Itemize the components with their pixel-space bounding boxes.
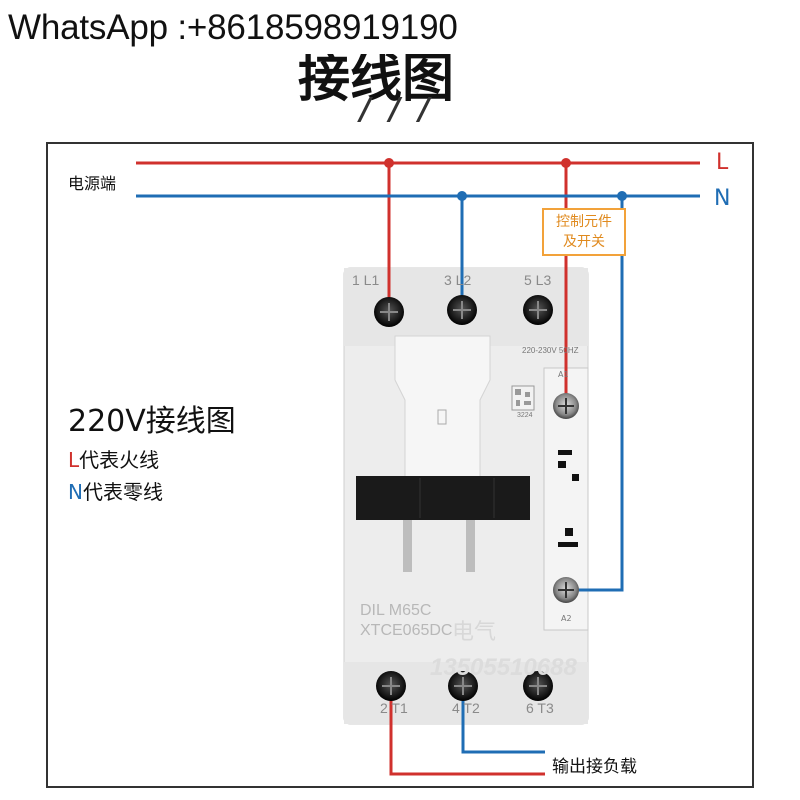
contactor-black-band [356,476,530,520]
output-load-label: 输出接负载 [552,757,637,777]
model-line-1: DIL M65C [360,602,432,619]
screw-t1 [376,671,406,701]
screw-l1 [374,297,404,327]
whatsapp-contact: WhatsApp :+8618598919190 [8,8,458,47]
coil-mark-1 [558,450,572,455]
watermark-brand: 电气 [452,620,497,645]
coil-mark-2 [558,461,566,468]
coil-terminal-a1: A1 [558,370,569,379]
screw-t2 [448,671,478,701]
control-label-line1: 控制元件 [556,214,612,230]
terminal-label-t1: 2 T1 [380,700,408,716]
screw-l3 [523,295,553,325]
terminal-label-l2: 3 L2 [444,272,472,288]
live-wires [136,161,700,776]
neutral-wire-to-a2 [568,196,624,592]
coil-terminal-a2: A2 [561,614,572,623]
legend-live: L代表火线 [68,448,160,472]
armature-channel [394,335,491,479]
live-junction-l1 [384,158,394,168]
watermark-phone: 13505510688 [430,654,577,681]
terminal-label-t3: 6 T3 [526,700,554,716]
live-line-label: L [716,150,729,175]
neutral-junction-l2 [457,191,467,201]
diagram-frame [46,142,754,788]
model-line-2: XTCE065DC [360,622,453,639]
screw-a2 [553,577,579,603]
diagram-title: 220V接线图 [68,404,236,439]
legend-neutral: N代表零线 [68,480,163,504]
live-junction-control [561,158,571,168]
neutral-line-label: N [714,186,731,211]
coil-dot [565,528,573,536]
neutral-output-wire [461,686,545,754]
control-label-line2: 及开关 [563,234,605,250]
qr-number: 3224 [517,412,533,419]
armature-bar-right [466,520,475,572]
neutral-wires [136,194,700,754]
terminal-label-l3: 5 L3 [524,272,552,288]
terminal-label-t2: 4 T2 [452,700,480,716]
terminal-label-l1: 1 L1 [352,272,380,288]
indicator-slot [437,409,447,425]
control-element-box: 控制元件 及开关 [542,208,626,256]
coil-rating-label: 220-230V 50HZ [522,346,579,355]
screw-l2 [447,295,477,325]
page-title: 接线图 [298,49,455,109]
screw-t3 [523,671,553,701]
coil-bar [558,542,578,547]
title-decoration: / / / [360,92,434,127]
live-output-wire [389,686,545,776]
power-source-label: 电源端 [68,174,117,193]
screw-a1 [553,393,579,419]
neutral-junction-a2 [617,191,627,201]
coil-mark-3 [572,474,579,481]
armature-bar-left [403,520,412,572]
